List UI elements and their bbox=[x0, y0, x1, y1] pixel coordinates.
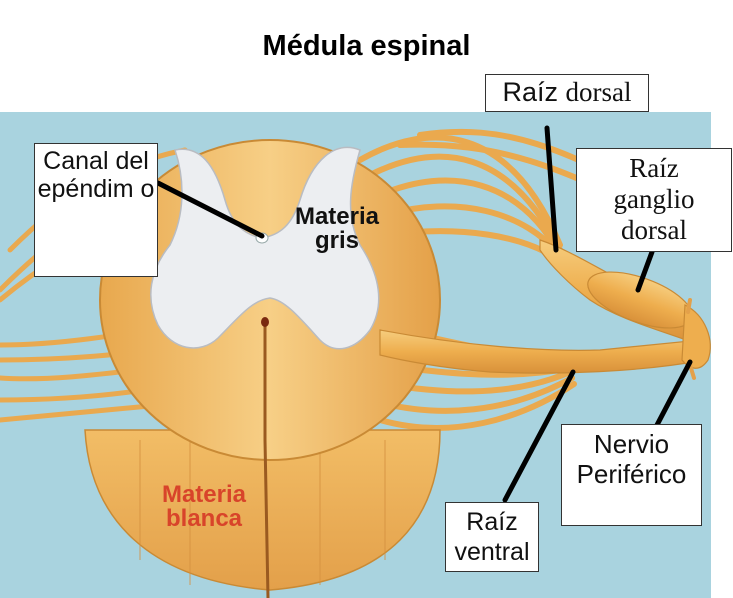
arrow-ventral bbox=[502, 369, 576, 503]
pointer-lines bbox=[155, 125, 693, 503]
arrow-ganglio bbox=[635, 249, 655, 293]
arrow-canal bbox=[155, 180, 265, 239]
label-raiz-ventral: Raíz ventral bbox=[445, 502, 539, 572]
label-canal-ependimo: Canal del epéndim o bbox=[34, 143, 158, 277]
anterior-fissure bbox=[263, 320, 270, 598]
peripheral-nerve-end bbox=[681, 304, 711, 369]
ventral-root bbox=[379, 329, 706, 374]
label-materia-gris-text: Materia gris bbox=[294, 203, 380, 254]
arrow-raiz-dorsal bbox=[544, 125, 559, 253]
label-materia-blanca: Materia blanca bbox=[148, 483, 260, 531]
label-raiz-ventral-text: Raíz ventral bbox=[454, 508, 530, 566]
label-raiz-dorsal-a: Raíz bbox=[502, 77, 559, 107]
cord-lower-section bbox=[84, 429, 441, 591]
page-title: Médula espinal bbox=[262, 30, 471, 62]
label-raiz-ganglio: Raíz ganglio dorsal bbox=[576, 148, 732, 252]
label-materia-gris: Materia gris bbox=[282, 205, 392, 253]
label-raiz-dorsal-b: dorsal bbox=[565, 77, 632, 107]
label-materia-blanca-text: Materia blanca bbox=[161, 481, 247, 532]
label-raiz-dorsal: Raíz dorsal bbox=[485, 74, 649, 112]
label-nervio-periferico: Nervio Periférico bbox=[561, 424, 702, 526]
label-raiz-ganglio-text: Raíz ganglio dorsal bbox=[613, 153, 695, 245]
arrow-nervio bbox=[654, 359, 693, 428]
label-canal-text: Canal del epéndim o bbox=[37, 147, 155, 203]
label-nervio-text: Nervio Periférico bbox=[576, 429, 687, 489]
